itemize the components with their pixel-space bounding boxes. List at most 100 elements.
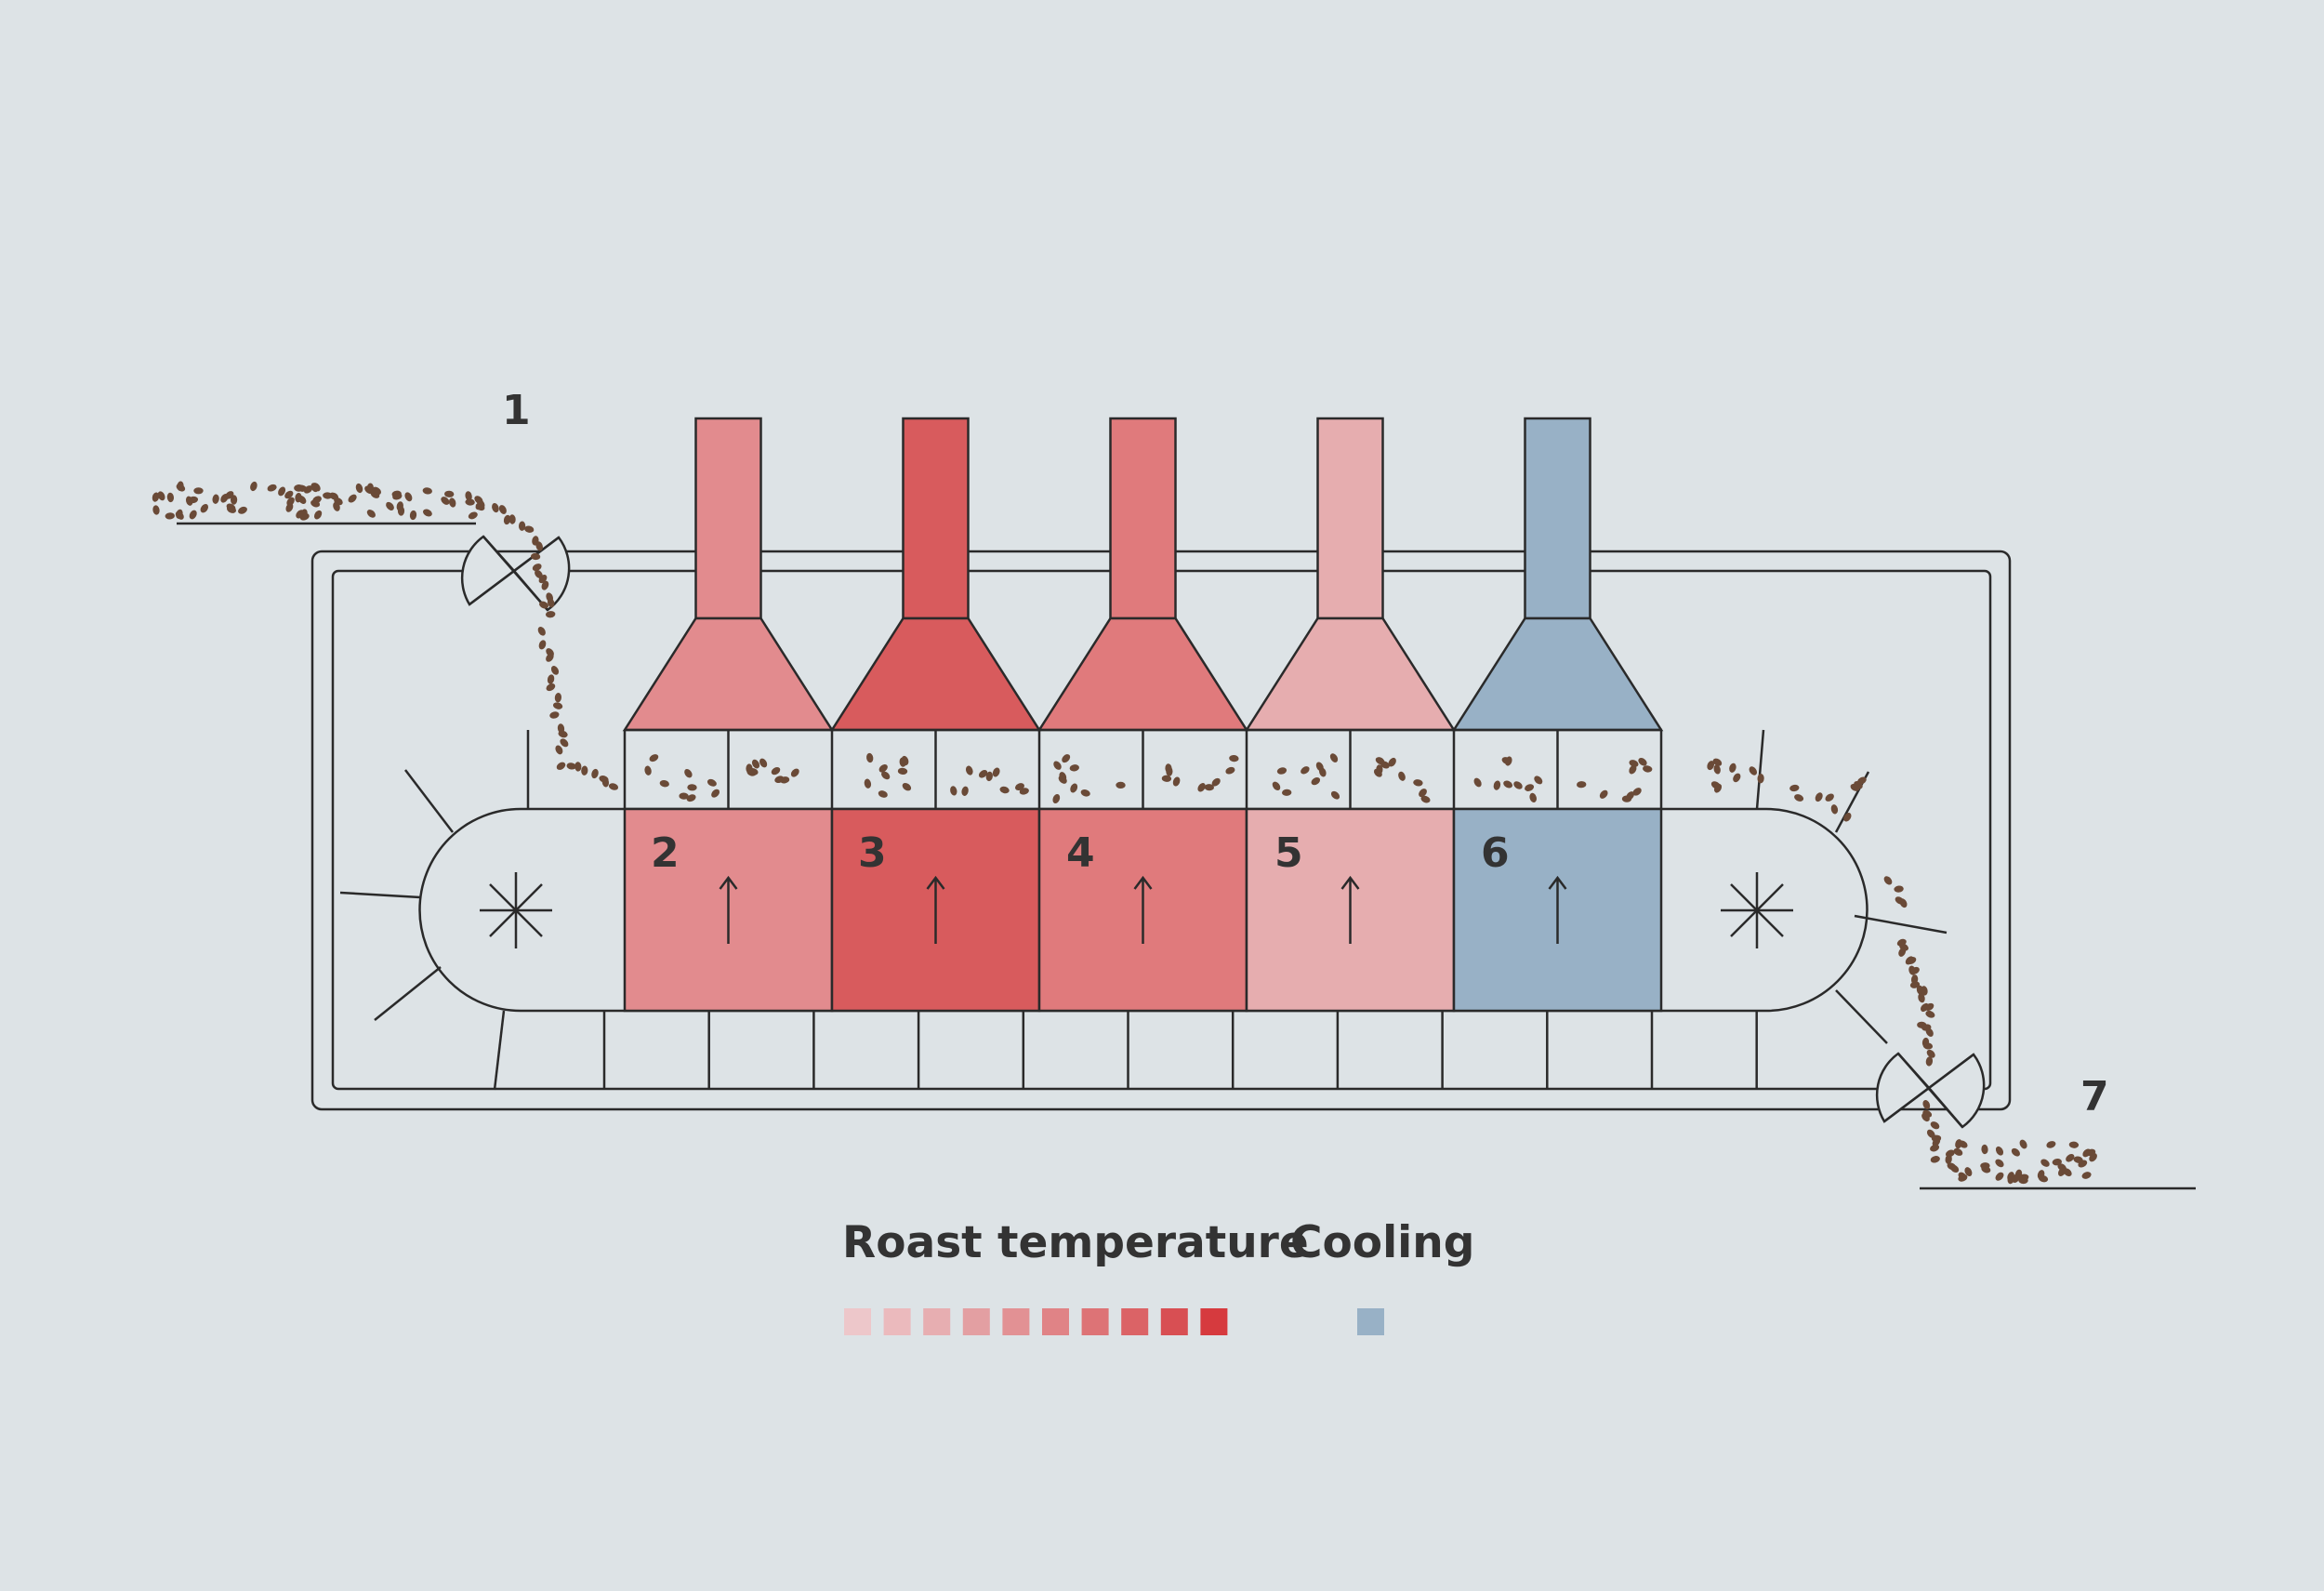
coffee-bean <box>878 763 888 773</box>
rotary-valve-right <box>1875 1052 1986 1129</box>
coffee-bean <box>508 514 516 524</box>
coffee-bean <box>230 495 238 505</box>
coffee-bean <box>1577 781 1587 789</box>
coffee-bean <box>1981 1144 1988 1155</box>
coffee-bean <box>553 702 563 709</box>
coffee-bean <box>404 492 413 502</box>
coffee-bean <box>541 580 549 590</box>
coffee-bean <box>1922 1100 1931 1109</box>
coffee-bean <box>2066 1154 2075 1162</box>
stage-number-2: 2 <box>651 829 680 877</box>
zone-2 <box>623 807 834 1013</box>
coffee-beans <box>152 481 2097 1185</box>
coffee-bean <box>372 486 382 496</box>
coffee-bean <box>535 541 543 551</box>
chimney-3 <box>829 417 1042 732</box>
coffee-bean <box>2089 1153 2097 1162</box>
coffee-bean <box>348 494 357 503</box>
coffee-bean <box>1815 792 1823 802</box>
coffee-bean <box>1638 758 1647 766</box>
coffee-bean <box>558 730 568 738</box>
coffee-bean <box>608 783 619 790</box>
coffee-bean <box>950 786 957 796</box>
coffee-bean <box>1629 760 1639 767</box>
coffee-bean <box>546 683 556 692</box>
coffee-bean <box>312 496 322 504</box>
coffee-bean <box>166 492 175 503</box>
coffee-bean <box>1315 762 1324 772</box>
coffee-bean <box>1899 898 1908 908</box>
coffee-bean <box>771 766 781 776</box>
coffee-bean <box>550 666 560 675</box>
coffee-bean <box>999 786 1010 794</box>
coffee-bean <box>560 738 569 748</box>
coffee-bean <box>448 497 456 508</box>
coffee-bean <box>296 510 304 519</box>
coffee-bean <box>547 674 555 684</box>
coffee-bean <box>333 501 340 511</box>
belt-paddles <box>339 729 1948 1091</box>
coffee-bean <box>422 509 432 517</box>
coffee-bean <box>556 762 566 770</box>
coffee-bean <box>2019 1139 2027 1149</box>
coffee-bean <box>294 484 304 492</box>
coffee-bean <box>185 496 193 506</box>
coffee-bean <box>901 755 909 766</box>
coffee-bean <box>477 499 485 509</box>
coffee-bean <box>1161 775 1172 782</box>
coffee-bean <box>1843 813 1852 822</box>
zone-3 <box>830 807 1041 1013</box>
coffee-bean <box>2018 1176 2028 1185</box>
stage-numbers: 1 2 3 4 5 6 7 <box>502 387 2109 1120</box>
coffee-bean <box>2040 1159 2050 1167</box>
coffee-bean <box>1225 766 1235 775</box>
coffee-bean <box>547 598 555 608</box>
coffee-bean <box>866 752 874 763</box>
coffee-bean <box>897 767 908 776</box>
stage-number-7: 7 <box>2080 1073 2109 1120</box>
coffee-bean <box>1529 792 1537 802</box>
coffee-bean <box>492 503 499 513</box>
coffee-bean <box>267 484 277 492</box>
stage-number-4: 4 <box>1066 829 1095 877</box>
coffee-bean <box>1932 1137 1941 1147</box>
coffee-bean <box>1789 784 1800 792</box>
coffee-bean <box>176 484 186 492</box>
coffee-bean <box>1052 793 1061 804</box>
coffee-bean <box>386 501 394 510</box>
coffee-bean <box>878 790 888 798</box>
coffee-bean <box>323 492 333 499</box>
stage-number-1: 1 <box>502 387 531 434</box>
zone-5 <box>1245 807 1456 1013</box>
coffee-bean <box>1733 773 1741 783</box>
coffee-bean <box>157 491 165 501</box>
coffee-bean <box>1883 876 1893 885</box>
coffee-bean <box>1172 776 1181 787</box>
coffee-bean <box>1282 789 1292 796</box>
stage-number-5: 5 <box>1274 829 1303 877</box>
coffee-bean <box>212 494 219 504</box>
coffee-bean <box>200 503 209 513</box>
coffee-bean <box>1080 789 1090 797</box>
coffee-bean <box>790 768 799 777</box>
coffee-bean <box>1910 966 1920 974</box>
coffee-bean <box>684 768 693 778</box>
coffee-bean <box>1980 1162 1990 1170</box>
coffee-bean <box>1830 804 1839 815</box>
coffee-bean <box>686 794 696 802</box>
coffee-bean <box>1794 794 1804 802</box>
coffee-bean <box>518 521 526 531</box>
coffee-bean <box>546 611 556 618</box>
coffee-bean <box>465 498 475 506</box>
coffee-bean <box>1473 777 1482 788</box>
coffee-bean <box>503 514 511 525</box>
coffee-bean <box>1749 766 1758 776</box>
coffee-bean <box>1925 1010 1935 1018</box>
coffee-bean <box>366 510 376 518</box>
coffee-bean <box>1854 781 1863 789</box>
coffee-bean <box>1375 757 1385 765</box>
coffee-bean <box>1958 1140 1968 1148</box>
coffee-bean <box>1211 777 1221 787</box>
coffee-bean <box>759 758 768 768</box>
